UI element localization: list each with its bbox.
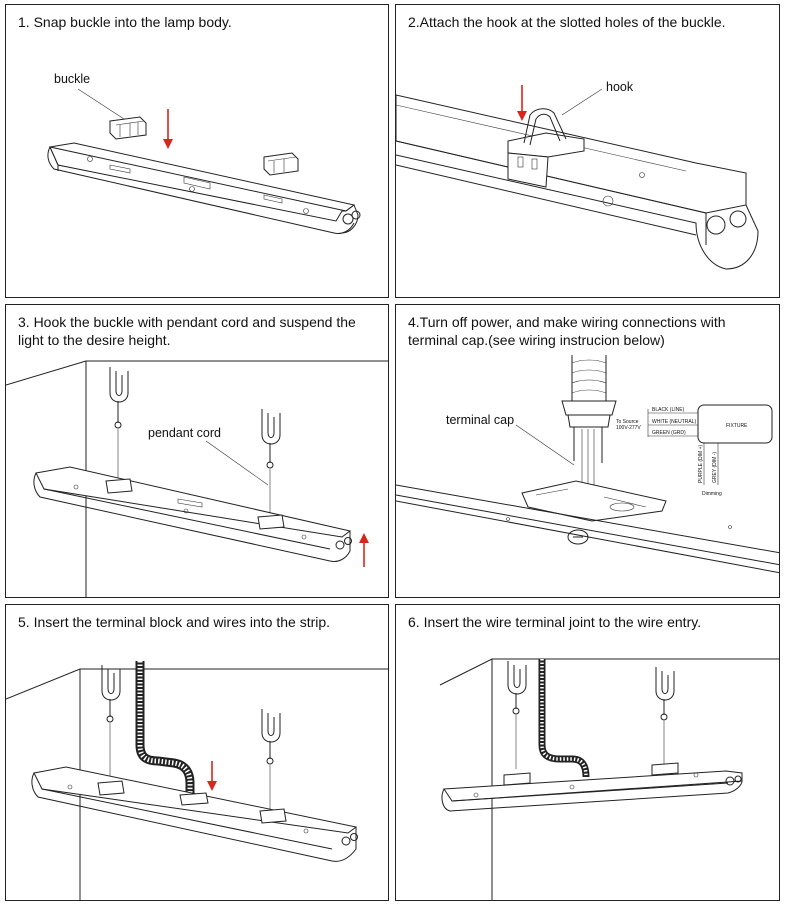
purple-dim-label: PURPLE (DIM +) (698, 444, 704, 483)
step-3-title: 3. Hook the buckle with pendant cord and… (18, 314, 356, 348)
lamp-body (31, 766, 358, 862)
down-arrow (517, 85, 527, 121)
voltage-label: 100V-277V (616, 425, 641, 431)
buckle-right (263, 152, 299, 176)
step-6-illustration (439, 658, 779, 900)
ceiling-hook-left (507, 661, 527, 769)
down-arrow (207, 761, 217, 791)
step-6-title: 6. Insert the wire terminal joint to the… (408, 614, 702, 630)
lamp-body (33, 466, 352, 562)
fixture-box (697, 404, 773, 444)
step-2-title: 2.Attach the hook at the slotted holes o… (408, 14, 726, 30)
step-3-illustration: pendant cord (6, 360, 388, 597)
lamp-strip (396, 484, 779, 574)
lamp-body-closeup (396, 94, 759, 270)
step-3-panel: 3. Hook the buckle with pendant cord and… (5, 304, 389, 598)
black-line-label: BLACK (LINE) (652, 407, 685, 413)
terminal-cap-label: terminal cap (446, 413, 514, 427)
wiring-diagram: To Source 100V-277V BLACK (LINE) WHITE (… (616, 404, 773, 497)
buckle-left (109, 116, 147, 140)
white-neutral-label: WHITE (NEUTRAL) (652, 419, 697, 425)
step-2-illustration: hook (396, 80, 759, 270)
pendant-cord-label: pendant cord (148, 426, 221, 440)
step-1-illustration: buckle (47, 72, 361, 234)
buckle-with-hook (507, 108, 585, 188)
to-source-label: To Source (616, 419, 639, 425)
hook-label: hook (606, 80, 634, 94)
step-6-panel: 6. Insert the wire terminal joint to the… (395, 604, 780, 901)
down-arrow (163, 109, 173, 149)
step-5-illustration (6, 661, 388, 900)
green-grd-label: GREEN (GRD) (652, 430, 686, 436)
ceiling-hook-left (101, 665, 121, 777)
step-4-panel: 4.Turn off power, and make wiring connec… (395, 304, 780, 598)
step-4-title: 4.Turn off power, and make wiring connec… (408, 314, 726, 348)
ceiling-hook-right (261, 709, 281, 809)
lamp-body (47, 142, 361, 234)
conduit (561, 355, 617, 501)
buckle-label: buckle (54, 72, 90, 86)
fixture-label: FIXTURE (726, 423, 748, 429)
ceiling-hook-right (261, 409, 281, 469)
up-arrow (359, 533, 369, 567)
step-5-title: 5. Insert the terminal block and wires i… (18, 614, 331, 630)
dimming-label: Dimming (702, 491, 722, 497)
grey-dim-label: GREY (DIM -) (712, 452, 718, 483)
step-4-illustration: terminal cap To Source 100V-277V BLACK (396, 355, 779, 574)
ceiling-wall (439, 658, 779, 900)
flexible-conduit (538, 659, 590, 778)
step-1-title: 1. Snap buckle into the lamp body. (18, 14, 232, 30)
step-2-panel: 2.Attach the hook at the slotted holes o… (395, 4, 780, 298)
ceiling-hook-right (655, 667, 675, 765)
terminal-block (521, 480, 667, 522)
flexible-conduit (135, 661, 195, 795)
step-1-panel: 1. Snap buckle into the lamp body. buckl… (5, 4, 389, 298)
ceiling-hook-left (109, 367, 129, 429)
lamp-body (441, 762, 743, 812)
step-5-panel: 5. Insert the terminal block and wires i… (5, 604, 389, 901)
